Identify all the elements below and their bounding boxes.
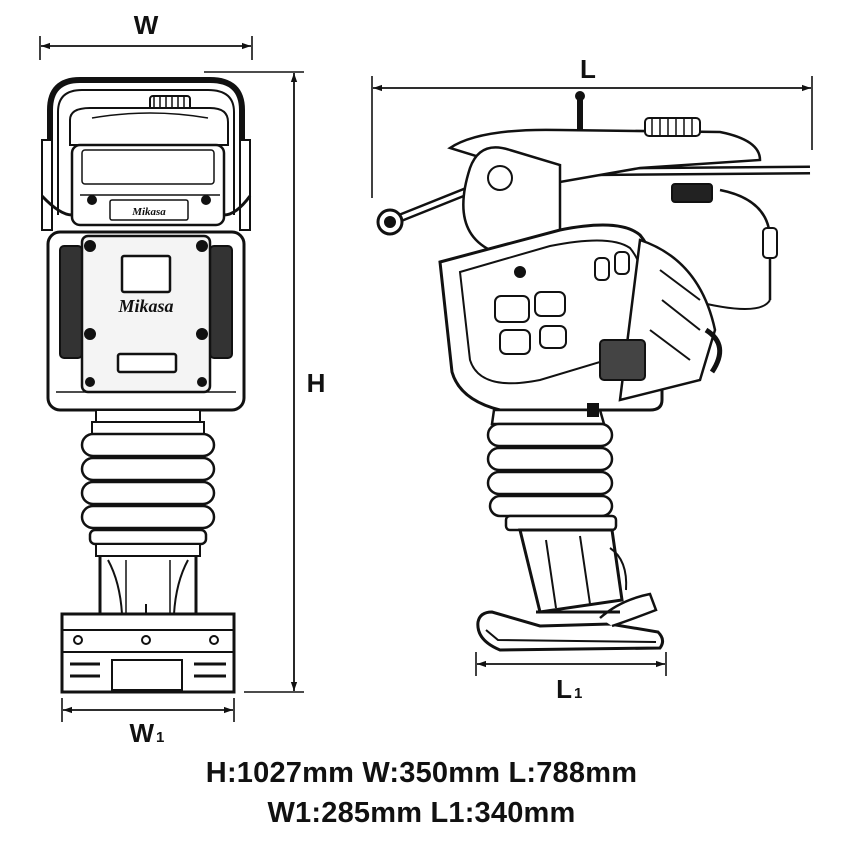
dimension-label-l: L <box>580 54 596 84</box>
fuel-tank <box>69 107 229 146</box>
dimension-l: L <box>371 54 813 198</box>
front-view-rammer: Mikasa Mikasa <box>40 77 252 694</box>
spec-line-2: W1:285mm L1:340mm <box>267 797 576 829</box>
side-bellows <box>486 422 618 532</box>
front-handle-frame <box>47 77 245 220</box>
dimension-label-w1-subscript: 1 <box>156 729 164 746</box>
dimension-label-w1: W <box>129 718 154 748</box>
side-view-rammer <box>376 91 811 652</box>
dimension-w1: W 1 <box>61 698 235 748</box>
dimension-h: H <box>204 71 326 693</box>
dimension-w: W <box>39 10 253 60</box>
panel-brand-label: Mikasa <box>117 296 173 316</box>
dimension-l1: L 1 <box>475 652 667 704</box>
dimension-label-l1-subscript: 1 <box>574 685 582 702</box>
dimension-label-w: W <box>134 10 159 40</box>
dimension-label-h: H <box>307 368 326 398</box>
engine-brand-label: Mikasa <box>131 206 166 218</box>
dimension-label-l1: L <box>556 674 572 704</box>
spec-line-1: H:1027mm W:350mm L:788mm <box>205 757 638 789</box>
front-bellows <box>80 432 216 546</box>
